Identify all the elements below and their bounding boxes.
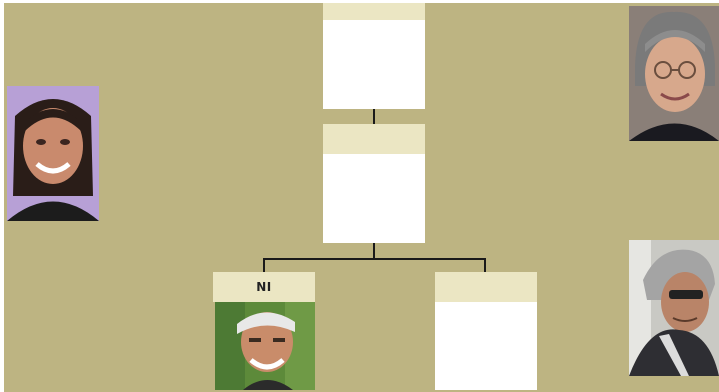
- connector-horizontal: [263, 258, 486, 260]
- portrait-young-man-icon: [215, 302, 315, 390]
- portrait-older-man-icon[interactable]: [629, 240, 719, 376]
- portrait-older-woman-icon[interactable]: [629, 6, 719, 141]
- tree-node-bottom-left[interactable]: NI: [213, 272, 315, 302]
- portrait-young-woman-icon[interactable]: [7, 86, 99, 221]
- node-header: [323, 124, 425, 154]
- connector-middle-down: [373, 243, 375, 259]
- node-body: [435, 302, 537, 390]
- node-body: [323, 20, 425, 109]
- node-body: [323, 154, 425, 243]
- connector-to-left-child: [263, 258, 265, 273]
- node-header: [435, 272, 537, 302]
- tree-node-middle[interactable]: [323, 124, 425, 243]
- node-header-ni: NI: [213, 272, 315, 302]
- connector-to-right-child: [484, 258, 486, 273]
- node-header: [323, 3, 425, 20]
- tree-node-bottom-right[interactable]: [435, 272, 537, 390]
- tree-node-top[interactable]: [323, 3, 425, 109]
- connector-top-to-middle: [373, 109, 375, 125]
